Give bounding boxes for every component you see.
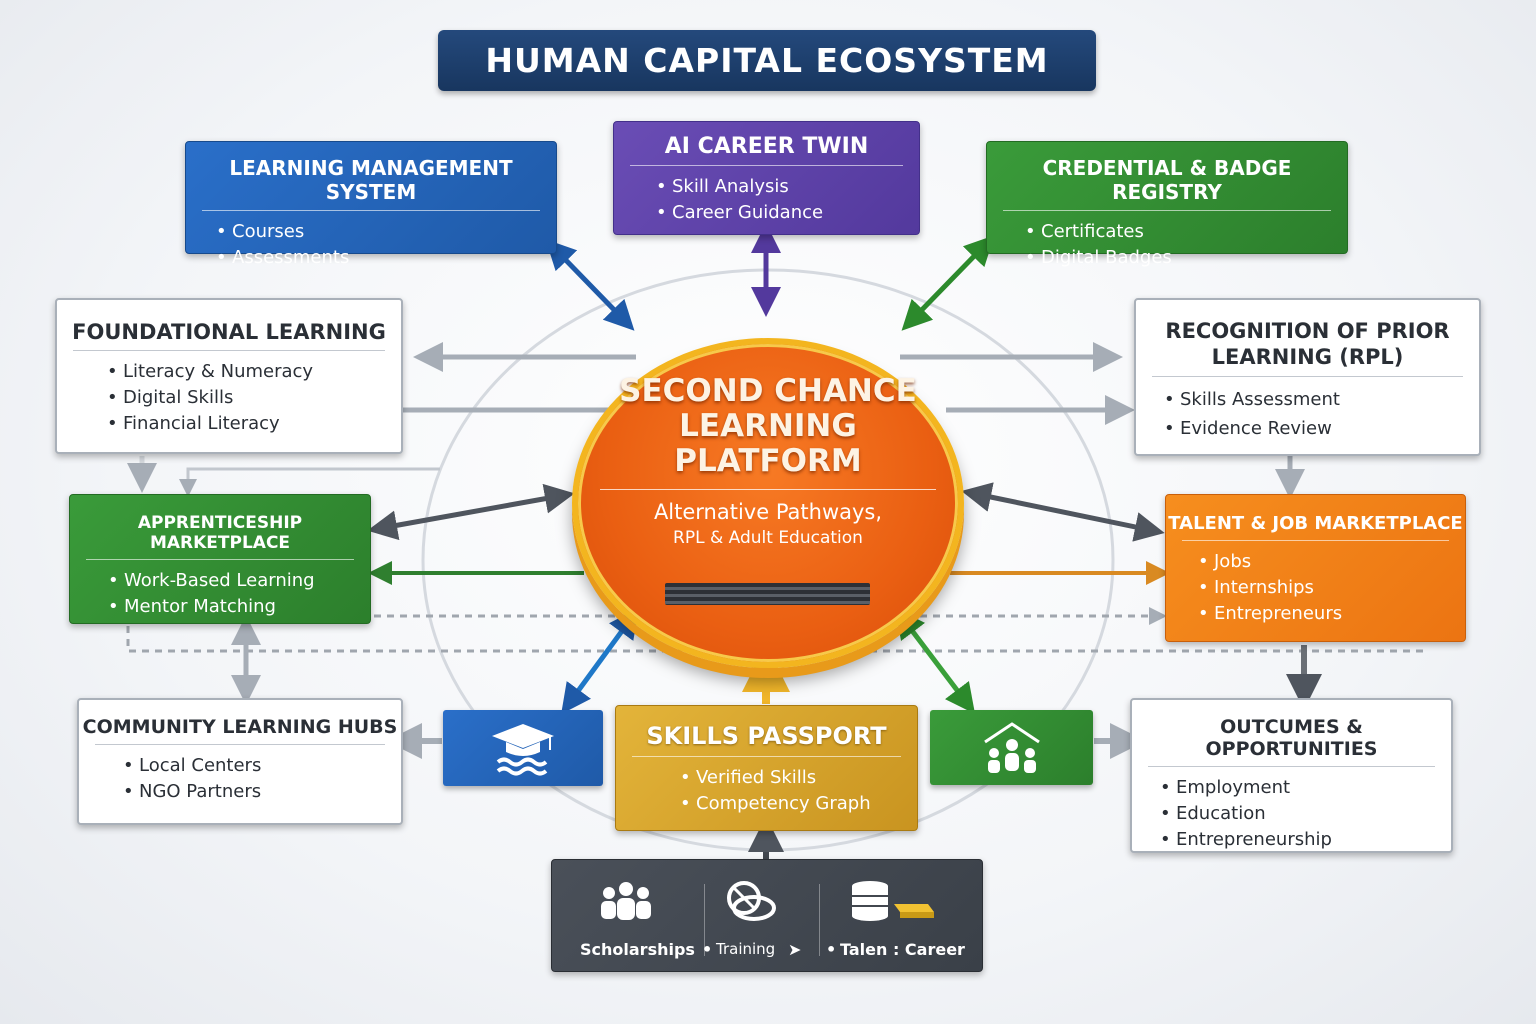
node-title: CREDENTIAL & BADGE REGISTRY [1042,156,1292,204]
support-label-scholarships: Scholarships [580,940,695,959]
list-item: Assessments [216,245,556,271]
list-item: Mentor Matching [108,594,370,620]
center-platform-disc[interactable] [572,338,964,668]
node-title: APPRENTICESHIP MARKETPLACE [137,513,303,553]
list-item: Digital Badges [1025,245,1347,271]
node-title: COMMUNITY LEARNING HUBS [82,716,398,738]
node-learning-management-system[interactable]: LEARNING MANAGEMENT SYSTEM Courses Asses… [185,141,557,271]
node-outcomes-opportunities[interactable]: OUTCUMES & OPPORTUNITIES Employment Educ… [1130,698,1453,853]
list-item: Financial Literacy [107,411,401,437]
connector-credential [901,235,995,331]
arrow-icon: ➤ [788,940,802,959]
stairs-graphic [665,583,870,605]
node-skills-passport[interactable]: SKILLS PASSPORT Verified Skills Competen… [615,705,918,831]
node-apprenticeship-marketplace[interactable]: APPRENTICESHIP MARKETPLACE Work-Based Le… [69,494,371,624]
node-title: SKILLS PASSPORT [646,722,887,750]
list-item: Entrepreneurs [1198,601,1465,627]
center-subtitle-2: RPL & Adult Education [673,528,863,548]
support-label-talent-career: Talen : Career [840,940,965,959]
list-item: Digital Skills [107,385,401,411]
list-item: Competency Graph [680,791,917,817]
support-services-panel[interactable]: Scholarships • Training ➤ • Talen : Care… [551,859,983,972]
list-item: Career Guidance [656,200,919,226]
list-item: Local Centers [123,753,401,779]
node-talent-job-marketplace[interactable]: TALENT & JOB MARKETPLACE Jobs Internship… [1165,494,1466,642]
list-item: Literacy & Numeracy [107,359,401,385]
community-house-icon [983,721,1040,773]
connector-talent [961,482,1165,542]
center-title-line-2: LEARNING [679,408,857,444]
connector-edu-tile [561,607,639,715]
people-group-icon [601,882,651,920]
list-item: Skills Assessment [1164,385,1479,414]
center-title-line-1: SECOND CHANCE [619,373,917,409]
node-title: TALENT & JOB MARKETPLACE [1168,513,1463,534]
center-title-line-3: PLATFORM [674,443,862,479]
node-foundational-learning[interactable]: FOUNDATIONAL LEARNING Literacy & Numerac… [55,298,403,454]
node-title-line-2: LEARNING (RPL) [1211,345,1404,369]
connector-apprenticeship [367,483,575,541]
node-title: OUTCUMES & OPPORTUNITIES [1205,716,1378,760]
node-community-learning-hubs[interactable]: COMMUNITY LEARNING HUBS Local Centers NG… [77,698,403,825]
coin-stack-icon [852,881,934,921]
support-label-training: Training [716,940,776,958]
training-globe-icon [727,881,776,921]
node-ai-career-twin[interactable]: AI CAREER TWIN Skill Analysis Career Gui… [613,121,920,235]
list-item: Entrepreneurship [1160,827,1451,853]
connector-lms [545,239,635,331]
education-tile[interactable] [443,710,603,786]
list-item: Verified Skills [680,765,917,791]
page-title: HUMAN CAPITAL ECOSYSTEM [438,30,1096,91]
list-item: Education [1160,801,1451,827]
center-platform-label: SECOND CHANCE LEARNING PLATFORM Alternat… [600,374,936,550]
list-item: NGO Partners [123,779,401,805]
list-item: Internships [1198,575,1465,601]
node-recognition-of-prior-learning[interactable]: RECOGNITION OF PRIOR LEARNING (RPL) Skil… [1134,298,1481,456]
community-tile[interactable] [930,710,1093,785]
node-title: LEARNING MANAGEMENT SYSTEM [229,156,513,204]
node-credential-badge-registry[interactable]: CREDENTIAL & BADGE REGISTRY Certificates… [986,141,1348,271]
node-title-line-1: RECOGNITION OF PRIOR [1165,319,1450,343]
center-subtitle: Alternative Pathways, [653,500,883,524]
list-item: Employment [1160,775,1451,801]
connector-community-tile [894,608,976,714]
list-item: Work-Based Learning [108,568,370,594]
list-item: Jobs [1198,549,1465,575]
list-item: Certificates [1025,219,1347,245]
graduation-cap-icon [492,724,554,776]
list-item: Evidence Review [1164,414,1479,443]
dashed-path-2 [126,626,1426,653]
list-item: Courses [216,219,556,245]
bullet-separator: • [826,940,837,959]
list-item: Skill Analysis [656,174,919,200]
bullet-separator: • [702,940,713,959]
node-title: AI CAREER TWIN [664,134,869,159]
connector-foundational-elbow [179,467,440,497]
node-title: FOUNDATIONAL LEARNING [72,320,386,344]
